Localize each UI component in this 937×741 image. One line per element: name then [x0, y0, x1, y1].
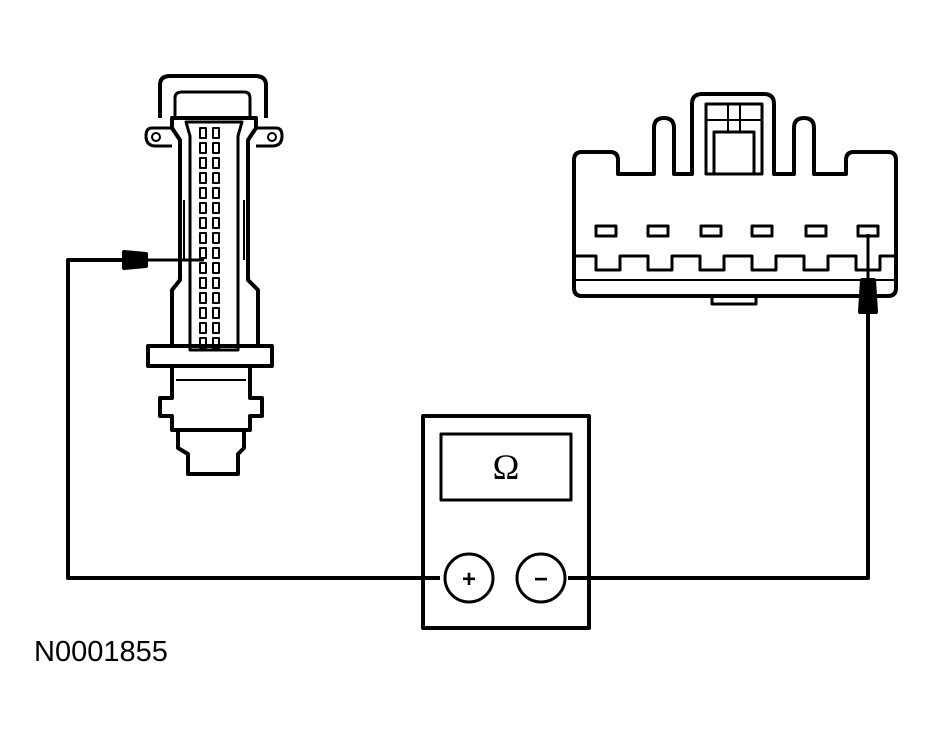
- wire-negative: [568, 312, 870, 580]
- wire-positive: [66, 258, 440, 580]
- right-probe-body: [858, 278, 878, 314]
- left-connector-collar: [158, 364, 264, 432]
- positive-terminal-label: +: [462, 566, 476, 593]
- multimeter-body: [421, 414, 591, 630]
- positive-terminal: [443, 552, 495, 604]
- pin-column-left: [199, 127, 207, 349]
- right-probe: [858, 234, 878, 314]
- pin-column-right: [212, 127, 220, 349]
- multimeter: Ω + −: [421, 414, 591, 630]
- left-probe: [122, 250, 204, 270]
- negative-terminal-label: −: [534, 566, 548, 593]
- left-connector-tail: [176, 428, 246, 476]
- negative-terminal: [515, 552, 567, 604]
- multimeter-display: [439, 432, 573, 502]
- right-ear: [256, 126, 284, 148]
- left-connector-flange: [146, 344, 274, 368]
- left-probe-body: [122, 250, 148, 270]
- ohm-symbol: Ω: [493, 447, 520, 487]
- right-connector-body: [572, 92, 898, 298]
- right-connector: [572, 92, 898, 306]
- left-ear: [144, 126, 172, 148]
- left-connector-latch: [158, 74, 268, 118]
- right-connector-tab: [710, 296, 758, 306]
- left-connector: [144, 74, 284, 476]
- pin-slots: [594, 224, 880, 238]
- figure-id: N0001855: [34, 636, 168, 668]
